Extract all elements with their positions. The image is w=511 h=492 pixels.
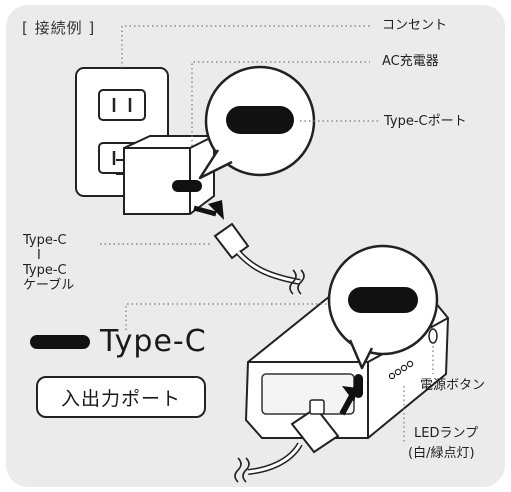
power-button-label: 電源ボタン <box>420 378 486 393</box>
charger-port-zoom <box>198 65 316 180</box>
outlet-label: コンセント <box>382 18 448 33</box>
charger-insert-arrow <box>190 200 224 220</box>
typec-port-icon <box>30 334 90 349</box>
cable-label-line4: ケーブル <box>23 278 75 293</box>
cable-label-line1: Type-C <box>23 233 67 248</box>
cable-label: Type-C I Type-C ケーブル <box>23 233 74 293</box>
powerbank-port-zoom <box>327 244 439 370</box>
cable-label-line3: Type-C <box>23 263 67 278</box>
io-port-badge: 入出力ポート <box>36 376 206 418</box>
typec-legend: Type-C <box>30 324 207 359</box>
led-color-label: (白/緑点灯) <box>408 446 475 461</box>
typec-cable-icon <box>213 222 305 295</box>
cable-label-line2: I <box>37 248 41 263</box>
leader-lines <box>100 25 434 444</box>
typec-port-label: Type-Cポート <box>384 114 467 129</box>
ac-charger-icon <box>116 135 215 215</box>
led-lamp-label: LEDランプ <box>414 426 479 441</box>
powerbank-cable-icon <box>234 399 340 483</box>
ac-charger-label: AC充電器 <box>382 54 439 69</box>
typec-legend-text: Type-C <box>100 324 207 359</box>
diagram-header: [ 接続例 ] <box>22 19 96 37</box>
